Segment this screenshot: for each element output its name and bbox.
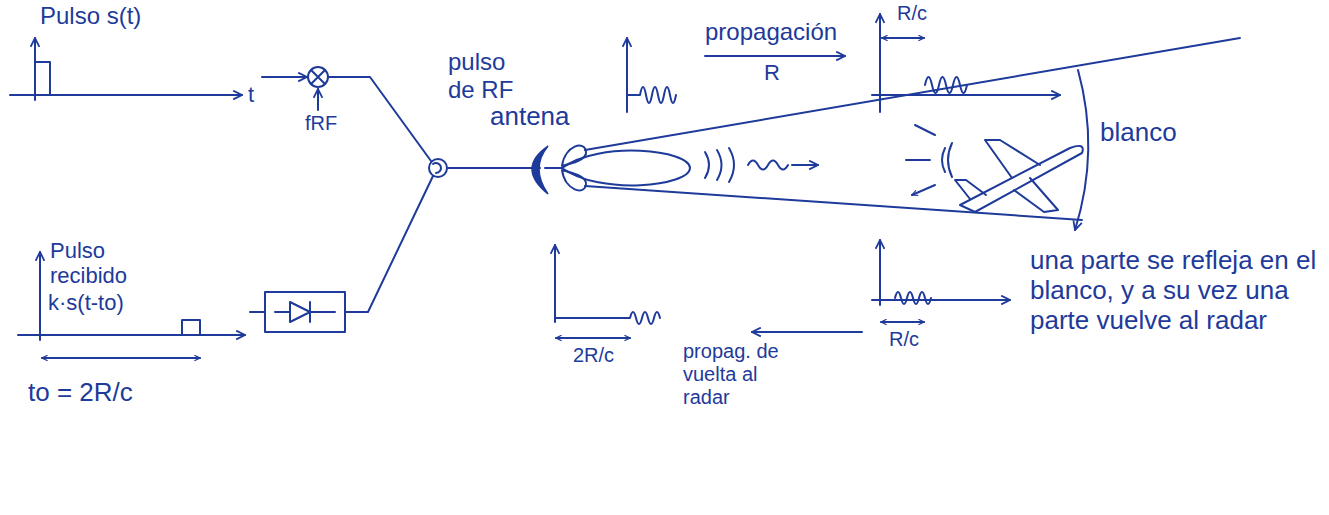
antenna-dish (532, 146, 548, 194)
signal-formula: k·s(t-to) (48, 290, 124, 315)
y-axis (39, 252, 41, 340)
time-axis (10, 94, 242, 96)
wave-symbol (748, 161, 788, 170)
oscillator-label: fRF (305, 112, 337, 135)
circulator-symbol (429, 159, 447, 177)
target-label: blanco (1100, 118, 1177, 148)
wave-fronts (705, 148, 734, 182)
delay-dimension (882, 37, 924, 39)
delay-dimension (42, 357, 200, 359)
side-lobe (562, 170, 586, 190)
delay-label: 2R/c (573, 344, 614, 367)
time-axis (872, 94, 1060, 96)
mixer-cross (311, 70, 325, 84)
airplane-body (960, 146, 1083, 212)
antenna-feed (545, 167, 562, 169)
wavefront-arc (1075, 70, 1088, 230)
signal-wire (250, 311, 265, 313)
mixer-symbol (308, 67, 328, 87)
rf-pulse (925, 77, 967, 93)
distance-label: R (764, 60, 780, 85)
signal-label: pulso de RF (448, 48, 528, 103)
return-arrow (752, 331, 862, 333)
signal-wire (262, 76, 307, 78)
beam-edge (585, 186, 1082, 220)
detector-box (265, 292, 345, 332)
signal-title: Pulso recibido (50, 238, 160, 289)
delay-formula: to = 2R/c (28, 378, 133, 408)
propagation-label: propag. de vuelta al radar (683, 340, 779, 409)
scatter-waves (942, 143, 952, 177)
y-axis (554, 245, 556, 322)
airplane-wing (1014, 178, 1058, 212)
time-axis (18, 334, 245, 336)
signal-title: Pulso s(t) (40, 2, 141, 30)
oscillator-input (317, 89, 319, 110)
y-axis (879, 14, 881, 112)
circulator-arrow (433, 163, 441, 173)
rf-pulse (555, 312, 660, 324)
signal-wire (345, 176, 433, 312)
pulse-shape (182, 320, 200, 335)
feed-line (447, 167, 540, 169)
delay-dimension (881, 321, 924, 323)
diode-symbol (275, 302, 335, 322)
main-lobe (562, 151, 690, 186)
y-axis (879, 240, 881, 305)
airplane-wing (985, 140, 1040, 178)
propagation-label: propagación (705, 18, 837, 46)
pulse-shape (35, 62, 50, 95)
propagation-arrow (705, 55, 845, 57)
side-lobe (562, 146, 586, 166)
antenna-label: antena (490, 102, 570, 132)
delay-dimension (556, 337, 630, 339)
time-axis (872, 299, 1010, 301)
rf-pulse (627, 87, 676, 103)
signal-wire (328, 77, 431, 161)
delay-label: R/c (897, 2, 927, 25)
beam-edge (585, 38, 1240, 150)
scatter-arrows (906, 125, 935, 195)
delay-label: R/c (889, 328, 919, 351)
y-axis (626, 38, 628, 112)
rf-pulse (895, 292, 931, 304)
axis-label: t (248, 82, 254, 107)
wave-direction (792, 164, 818, 166)
airplane-tail (955, 180, 986, 199)
note-text: una parte se refleja en el blanco, y a s… (1030, 246, 1320, 336)
